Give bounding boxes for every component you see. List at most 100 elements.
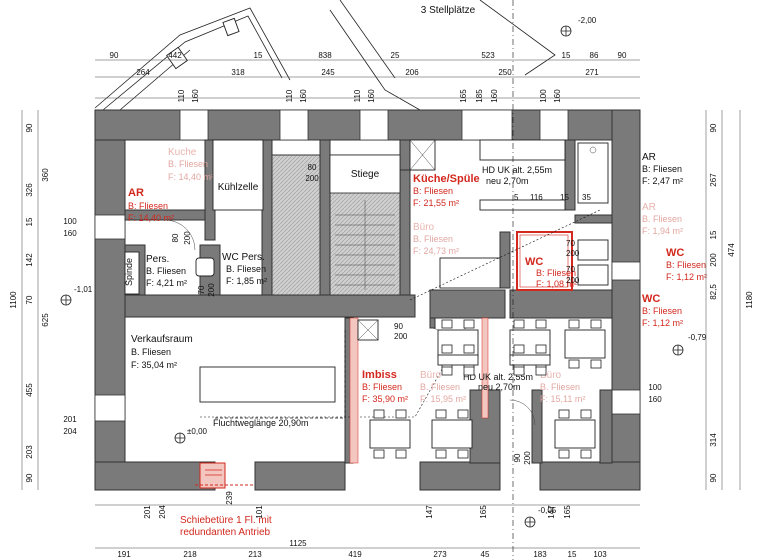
footer-note-line2: redundanten Antrieb bbox=[180, 527, 271, 538]
right-dim: 90 bbox=[709, 473, 718, 482]
top-dim: 100 bbox=[539, 89, 548, 103]
level-marks: -2,00 -1,01 -0,79 -0,05 ±0,00 bbox=[60, 16, 707, 528]
chair bbox=[395, 449, 407, 459]
bottom-dim: 183 bbox=[533, 550, 547, 559]
chair bbox=[558, 449, 570, 459]
wc-right1-area: F: 1,12 m² bbox=[666, 272, 707, 282]
top-dim: 442 bbox=[168, 51, 182, 60]
chair bbox=[568, 359, 580, 369]
chair bbox=[463, 366, 475, 376]
bottom-dim: 204 bbox=[158, 505, 167, 519]
chair bbox=[535, 319, 547, 329]
wc-right1-floor: B: Fliesen bbox=[666, 260, 706, 270]
room-imbiss: Imbiss B: Fliesen F: 35,90 m² Büro B. Fl… bbox=[349, 317, 585, 465]
wc-pers-floor: B. Fliesen bbox=[226, 264, 266, 274]
verkaufsraum-name: Verkaufsraum bbox=[131, 334, 193, 345]
right-dim: 267 bbox=[709, 173, 718, 187]
left-dimensions: 90 360 326 15 142 70 625 1100 455 203 90… bbox=[9, 110, 77, 490]
chair bbox=[441, 344, 453, 354]
hd-dim: 116 bbox=[530, 193, 543, 202]
right-dim: 200 bbox=[709, 253, 718, 267]
door-w: 90 bbox=[513, 453, 522, 462]
top-dim: 110 bbox=[285, 89, 294, 102]
stiege-label: Stiege bbox=[351, 169, 380, 180]
room-ar-wc-right: AR B: Fliesen F: 2,47 m² AR B. Fliesen F… bbox=[514, 142, 707, 328]
door-w: 70 bbox=[566, 239, 575, 248]
ar-right-area: F: 2,47 m² bbox=[642, 176, 683, 186]
buero-top-area: F: 24,73 m² bbox=[413, 246, 459, 256]
wc-pers-area: F: 1,85 m² bbox=[226, 276, 267, 286]
chair bbox=[395, 409, 407, 419]
pers-floor: B. Fliesen bbox=[146, 266, 186, 276]
table bbox=[509, 329, 551, 359]
bottom-dim: 147 bbox=[547, 505, 556, 519]
ar-left-floor: B: Fliesen bbox=[128, 201, 168, 211]
top-dim: 25 bbox=[391, 51, 400, 60]
chair bbox=[373, 409, 385, 419]
room-kueche-ar: Kuche B. Fliesen F: 14,40 m² AR B: Flies… bbox=[128, 139, 264, 251]
left-dim: 1100 bbox=[9, 291, 18, 309]
chair bbox=[463, 319, 475, 329]
top-dim: 318 bbox=[231, 68, 245, 77]
chair bbox=[590, 319, 602, 329]
stairwell: Stiege 80 200 bbox=[271, 154, 401, 296]
bottom-dim: 165 bbox=[563, 505, 572, 519]
door-dim: 239 bbox=[225, 491, 234, 505]
right-dim: 82,5 bbox=[709, 284, 718, 300]
right-dim: 474 bbox=[727, 243, 736, 257]
hd-mid-extra: neu 2,70m bbox=[478, 382, 521, 392]
right-dim: 15 bbox=[709, 230, 718, 239]
bottom-dim: 213 bbox=[248, 550, 262, 559]
chair bbox=[568, 319, 580, 329]
kueche-old-floor: B. Fliesen bbox=[168, 159, 208, 169]
hd-dim: 35 bbox=[582, 193, 591, 202]
top-dim: 264 bbox=[136, 68, 150, 77]
imbiss-name: Imbiss bbox=[362, 369, 397, 381]
bottom-dim: 103 bbox=[593, 550, 607, 559]
buero-right-name: Büro bbox=[540, 370, 562, 381]
door-w: 70 bbox=[566, 265, 575, 274]
right-dim: 314 bbox=[709, 433, 718, 447]
wc-small-area: F: 1,08 m² bbox=[536, 279, 577, 289]
left-dim: 15 bbox=[25, 217, 34, 226]
table bbox=[369, 419, 411, 449]
left-dim: 90 bbox=[25, 473, 34, 482]
table bbox=[509, 354, 551, 366]
chair bbox=[463, 344, 475, 354]
top-dim: 271 bbox=[585, 68, 599, 77]
right-side-dim: 160 bbox=[648, 395, 662, 404]
chair bbox=[513, 366, 525, 376]
door-w: 70 bbox=[197, 285, 206, 294]
ar-right-faded-name: AR bbox=[642, 202, 656, 213]
top-dim: 160 bbox=[299, 89, 308, 103]
top-dim: 110 bbox=[353, 89, 362, 102]
left-side-dim: 204 bbox=[63, 427, 77, 436]
top-dimensions: 90 442 15 838 25 523 15 86 90 264 318 24… bbox=[95, 51, 640, 103]
bottom-dim: 191 bbox=[117, 550, 131, 559]
tables bbox=[369, 319, 606, 459]
left-side-dim: 160 bbox=[63, 229, 77, 238]
left-side-dim: 201 bbox=[63, 415, 77, 424]
door-h: 200 bbox=[183, 231, 192, 245]
door-w: 80 bbox=[171, 233, 180, 242]
chair bbox=[535, 344, 547, 354]
bottom-dim: 15 bbox=[568, 550, 577, 559]
door-h: 200 bbox=[566, 249, 580, 258]
level-left: -1,01 bbox=[74, 285, 93, 294]
chair bbox=[457, 409, 469, 419]
top-dim: 160 bbox=[553, 89, 562, 103]
kueche-spuele-area: F: 21,55 m² bbox=[413, 198, 459, 208]
verkaufsraum-floor: B. Fliesen bbox=[131, 347, 171, 357]
door-w: 90 bbox=[394, 322, 403, 331]
wc-right2-floor: B: Fliesen bbox=[642, 306, 682, 316]
left-dim: 90 bbox=[25, 123, 34, 132]
hd-mid-name: HD UK alt. 2,55m bbox=[463, 372, 533, 382]
hd-top-extra: neu 2,70m bbox=[486, 176, 529, 186]
buero-mid-name: Büro bbox=[420, 370, 442, 381]
top-dim: 245 bbox=[321, 68, 335, 77]
kueche-spuele-name: Küche/Spüle bbox=[413, 173, 480, 185]
entrance: Schiebetüre 1 Fl. mit redundanten Antrie… bbox=[180, 462, 272, 538]
pers-name: Pers. bbox=[146, 254, 169, 265]
fluchtweg-label: Fluchtweglänge 20,90m bbox=[213, 418, 309, 428]
door-w: 80 bbox=[308, 163, 317, 172]
